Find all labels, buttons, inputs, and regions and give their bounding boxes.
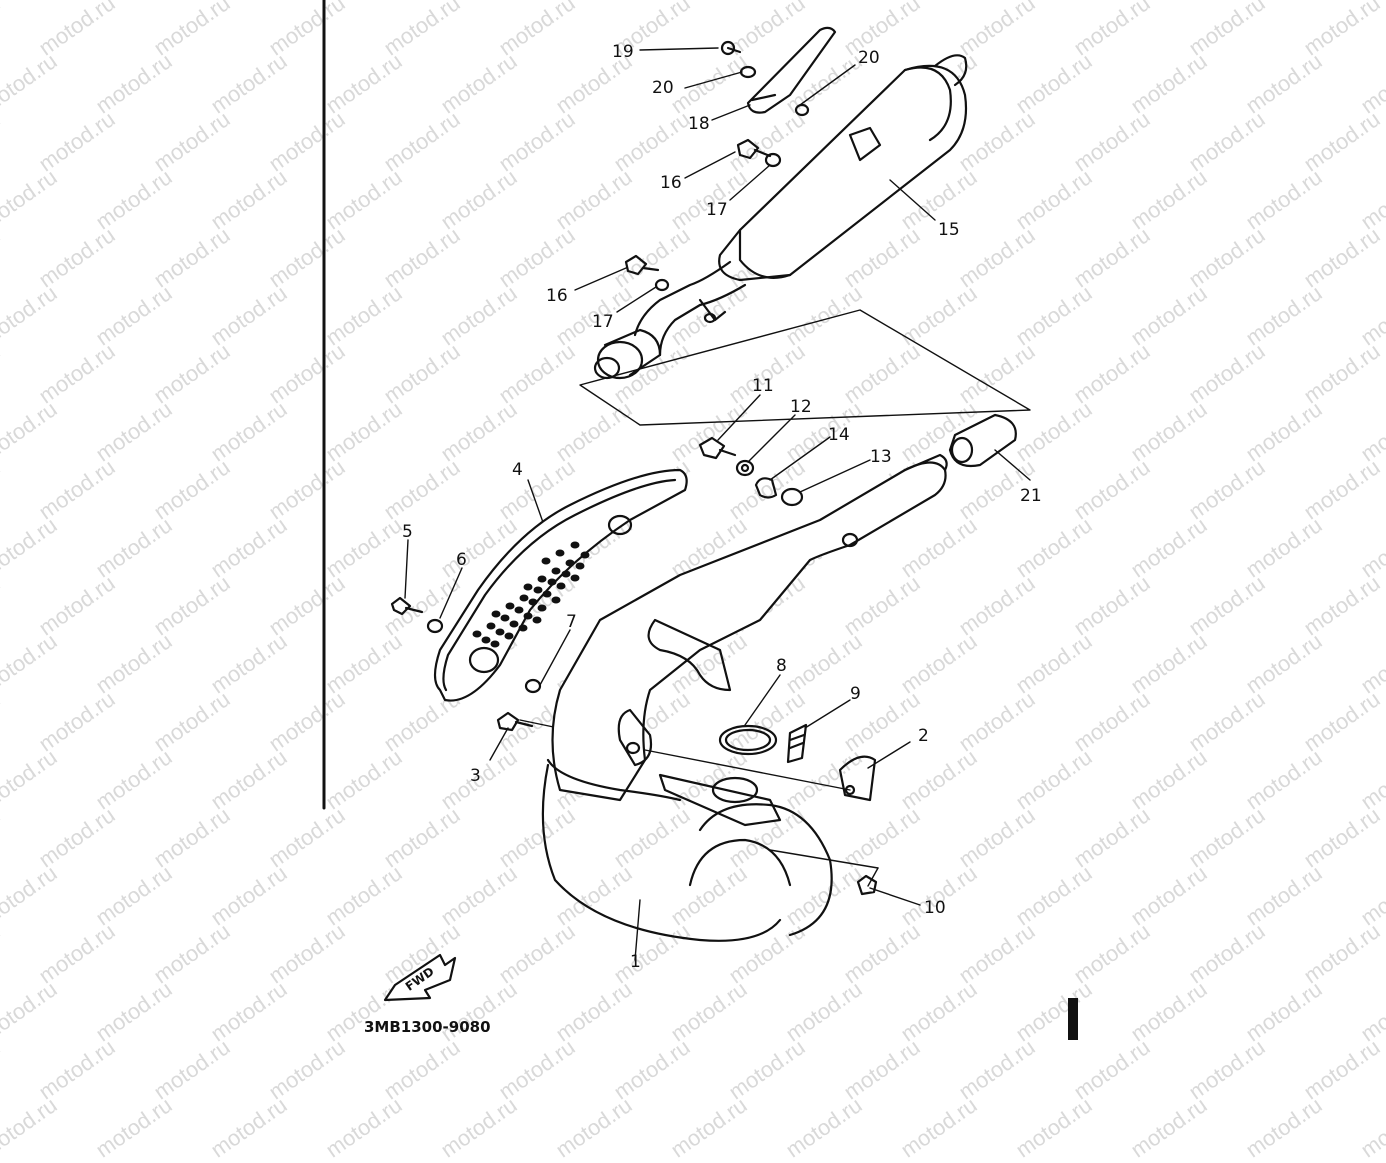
callout-label: 17 bbox=[706, 200, 728, 220]
perforation-hole bbox=[505, 602, 515, 610]
perforation-holes bbox=[472, 541, 590, 648]
perforation-hole bbox=[533, 586, 543, 594]
perforation-hole bbox=[523, 583, 533, 591]
watermark-text: motod.ru bbox=[0, 1034, 5, 1105]
bolt-16-lower bbox=[624, 254, 670, 292]
callout-label: 7 bbox=[566, 612, 577, 632]
callout-label: 2 bbox=[918, 726, 929, 746]
callout-label: 18 bbox=[688, 114, 710, 134]
perforation-hole bbox=[509, 620, 519, 628]
perforation-hole bbox=[495, 628, 505, 636]
expansion-chamber-part bbox=[541, 453, 948, 942]
callout-label: 16 bbox=[660, 173, 682, 193]
watermark-text: motod.ru bbox=[436, 1092, 522, 1163]
perforation-hole bbox=[570, 574, 580, 582]
callout-label: 21 bbox=[1020, 486, 1042, 506]
watermark-text: motod.ru bbox=[551, 1092, 637, 1163]
callout-label: 11 bbox=[752, 376, 774, 396]
callout-label: 17 bbox=[592, 312, 614, 332]
perforation-hole bbox=[490, 640, 500, 648]
bolt-3-part bbox=[496, 711, 534, 732]
watermark-text: motod.ru bbox=[91, 1092, 177, 1163]
watermark-text: motod.ru bbox=[896, 1092, 982, 1163]
silencer-part bbox=[593, 54, 968, 380]
callout-label: 4 bbox=[512, 460, 523, 480]
watermark-text: motod.ru bbox=[206, 1092, 292, 1163]
callout-label: 9 bbox=[850, 684, 861, 704]
perforation-hole bbox=[472, 630, 482, 638]
gasket-part bbox=[718, 724, 778, 756]
perforation-hole bbox=[519, 594, 529, 602]
perforation-hole bbox=[491, 610, 501, 618]
stud-9-part bbox=[786, 723, 808, 764]
perforation-hole bbox=[556, 582, 566, 590]
perforation-hole bbox=[528, 598, 538, 606]
assembly-outline bbox=[579, 309, 1031, 426]
callout-label: 3 bbox=[470, 766, 481, 786]
joint-parts bbox=[698, 413, 1017, 507]
perforation-hole bbox=[565, 559, 575, 567]
watermark-text: motod.ru bbox=[1011, 1092, 1097, 1163]
callout-label: 5 bbox=[402, 522, 413, 542]
perforation-hole bbox=[547, 578, 557, 586]
perforation-hole bbox=[542, 590, 552, 598]
callout-label: 20 bbox=[858, 48, 880, 68]
drawing-code: 3MB1300-9080 bbox=[364, 1018, 491, 1036]
callout-label: 20 bbox=[652, 78, 674, 98]
watermark-text: motod.ru bbox=[1241, 1092, 1327, 1163]
perforation-hole bbox=[570, 541, 580, 549]
perforation-hole bbox=[481, 636, 491, 644]
callout-label: 15 bbox=[938, 220, 960, 240]
perforation-hole bbox=[523, 612, 533, 620]
exhaust-drawing bbox=[322, 0, 1078, 1040]
perforation-hole bbox=[514, 606, 524, 614]
perforation-hole bbox=[500, 614, 510, 622]
callout-label: 16 bbox=[546, 286, 568, 306]
callout-label: 8 bbox=[776, 656, 787, 676]
perforation-hole bbox=[555, 549, 565, 557]
nut-10-part bbox=[856, 874, 878, 896]
clip-2-part bbox=[838, 755, 877, 802]
perforation-hole bbox=[551, 596, 561, 604]
callout-label: 13 bbox=[870, 447, 892, 467]
perforation-hole bbox=[504, 632, 514, 640]
callout-label: 10 bbox=[924, 898, 946, 918]
watermark-text: motod.ru bbox=[321, 1092, 407, 1163]
callout-label: 6 bbox=[456, 550, 467, 570]
callout-label: 12 bbox=[790, 397, 812, 417]
protector-strip-part bbox=[720, 26, 837, 117]
callout-label: 1 bbox=[630, 952, 641, 972]
bolt-5-part bbox=[390, 596, 542, 694]
perforation-hole bbox=[541, 557, 551, 565]
perforation-hole bbox=[518, 624, 528, 632]
fwd-arrow-shape bbox=[383, 953, 457, 1002]
callout-label: 19 bbox=[612, 42, 634, 62]
corner-mark bbox=[1068, 998, 1078, 1040]
bolt-16-upper bbox=[736, 138, 782, 168]
watermark-text: motod.ru bbox=[666, 1092, 752, 1163]
callout-label: 14 bbox=[828, 425, 850, 445]
watermark-text: motod.ru bbox=[1356, 1092, 1386, 1163]
perforation-hole bbox=[537, 575, 547, 583]
perforation-hole bbox=[561, 570, 571, 578]
perforation-hole bbox=[551, 567, 561, 575]
perforation-hole bbox=[580, 551, 590, 559]
watermark-text: motod.ru bbox=[1126, 1092, 1212, 1163]
perforation-hole bbox=[575, 562, 585, 570]
perforation-hole bbox=[532, 616, 542, 624]
leader-lines bbox=[404, 47, 1031, 961]
perforation-hole bbox=[537, 604, 547, 612]
watermark-text: motod.ru bbox=[0, 1092, 62, 1163]
watermark-text: motod.ru bbox=[781, 1092, 867, 1163]
perforation-hole bbox=[486, 622, 496, 630]
